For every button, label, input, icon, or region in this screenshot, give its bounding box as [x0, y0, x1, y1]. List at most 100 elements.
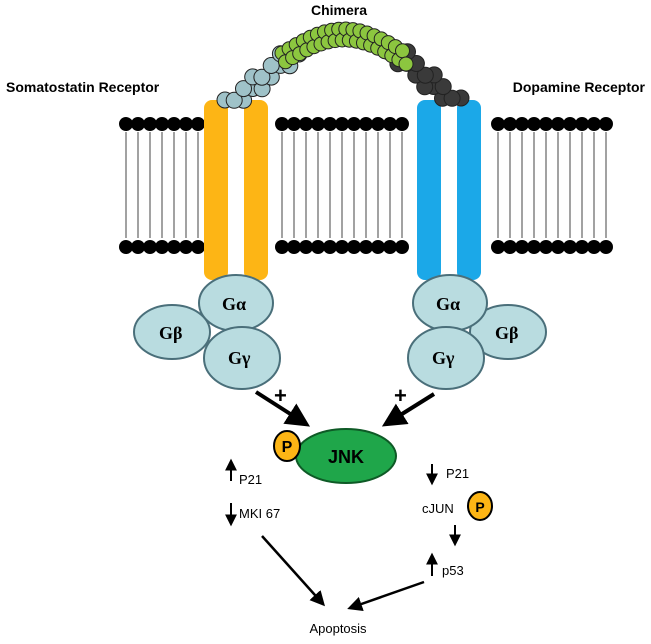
lipid-head	[299, 117, 313, 131]
dopamine-receptor-helices	[417, 100, 481, 280]
lipid-head	[347, 117, 361, 131]
somatostatin-receptor-helices	[204, 100, 268, 280]
lipid-head	[539, 240, 553, 254]
chimera-bead	[434, 78, 452, 96]
cjun-phospho-badge	[467, 491, 493, 521]
lipid-heads	[119, 117, 613, 254]
lipid-head	[179, 117, 193, 131]
lipid-head	[383, 240, 397, 254]
lipid-head	[347, 240, 361, 254]
right-p21-label: P21	[446, 466, 469, 481]
lipid-head	[491, 240, 505, 254]
lipid-head	[119, 117, 133, 131]
lipid-head	[587, 240, 601, 254]
lipid-head	[371, 240, 385, 254]
right-pathway: P21 cJUN P p53	[422, 464, 493, 578]
left-activation-arrow	[254, 390, 311, 427]
chimera-bead	[235, 80, 252, 98]
lipid-head	[527, 117, 541, 131]
left-to-apoptosis-arrow	[261, 535, 326, 607]
lipid-head	[311, 117, 325, 131]
left-g-protein-complex: Gβ Gα Gγ	[133, 274, 281, 390]
right-g-beta	[469, 304, 547, 360]
cell-membrane	[119, 117, 613, 254]
right-g-beta-label: Gβ	[495, 323, 518, 343]
lipid-head	[143, 117, 157, 131]
right-g-alpha-label: Gα	[436, 294, 460, 314]
chimera-label: Chimera	[311, 2, 367, 18]
lipid-head	[191, 117, 205, 131]
lipid-head	[131, 117, 145, 131]
lipid-head	[359, 240, 373, 254]
lipid-head	[155, 240, 169, 254]
lipid-head	[503, 117, 517, 131]
lipid-head	[179, 240, 193, 254]
lipid-tails	[125, 132, 607, 238]
lipid-head	[359, 117, 373, 131]
lipid-head	[503, 240, 517, 254]
lipid-head	[599, 240, 613, 254]
lipid-head	[323, 117, 337, 131]
chimera-bead	[443, 89, 461, 107]
dopamine-helix-2	[457, 100, 481, 280]
lipid-head	[563, 240, 577, 254]
lipid-head	[599, 117, 613, 131]
right-activation-arrow	[381, 392, 436, 427]
jnk-phospho-badge	[273, 430, 301, 462]
lipid-head	[275, 117, 289, 131]
right-g-gamma-label: Gγ	[432, 348, 455, 368]
left-g-beta	[133, 304, 211, 360]
right-g-gamma	[407, 326, 485, 390]
left-g-beta-label: Gβ	[159, 323, 182, 343]
lipid-head	[275, 240, 289, 254]
chimera-bead	[398, 56, 414, 72]
lipid-head	[551, 117, 565, 131]
p53-label: p53	[442, 563, 464, 578]
lipid-head	[527, 240, 541, 254]
somatostatin-helix-1	[204, 100, 228, 280]
chimera-bead	[225, 91, 243, 109]
lipid-head	[155, 117, 169, 131]
apoptosis-label: Apoptosis	[309, 621, 367, 636]
lipid-head	[131, 240, 145, 254]
mki67-label: MKI 67	[239, 506, 280, 521]
lipid-head	[575, 240, 589, 254]
lipid-head	[287, 240, 301, 254]
lipid-head	[311, 240, 325, 254]
lipid-head	[323, 240, 337, 254]
lipid-head	[551, 240, 565, 254]
left-pathway: P21 MKI 67	[225, 458, 280, 527]
left-p21-label: P21	[239, 472, 262, 487]
lipid-head	[395, 240, 409, 254]
chimera-bead	[416, 66, 434, 84]
dopamine-receptor-label: Dopamine Receptor	[513, 79, 646, 95]
lipid-head	[287, 117, 301, 131]
lipid-head	[191, 240, 205, 254]
left-g-gamma	[203, 326, 281, 390]
right-g-protein-complex: Gβ Gα Gγ	[407, 274, 547, 390]
lipid-head	[167, 240, 181, 254]
dopamine-helix-1	[417, 100, 441, 280]
somatostatin-receptor-label: Somatostatin Receptor	[6, 79, 160, 95]
lipid-head	[563, 117, 577, 131]
lipid-head	[119, 240, 133, 254]
somatostatin-helix-2	[244, 100, 268, 280]
lipid-head	[143, 240, 157, 254]
lipid-head	[335, 240, 349, 254]
lipid-head	[335, 117, 349, 131]
lipid-head	[299, 240, 313, 254]
lipid-head	[383, 117, 397, 131]
chimera-bead	[395, 43, 410, 59]
lipid-head	[587, 117, 601, 131]
cjun-phospho-label: P	[475, 499, 484, 515]
lipid-head	[515, 240, 529, 254]
lipid-head	[539, 117, 553, 131]
right-to-apoptosis-arrow	[347, 580, 425, 612]
lipid-head	[515, 117, 529, 131]
left-plus-sign: +	[274, 383, 287, 408]
chimera-bead-chain	[216, 21, 470, 109]
left-g-gamma-label: Gγ	[228, 348, 251, 368]
cjun-label: cJUN	[422, 501, 454, 516]
right-plus-sign: +	[394, 383, 407, 408]
